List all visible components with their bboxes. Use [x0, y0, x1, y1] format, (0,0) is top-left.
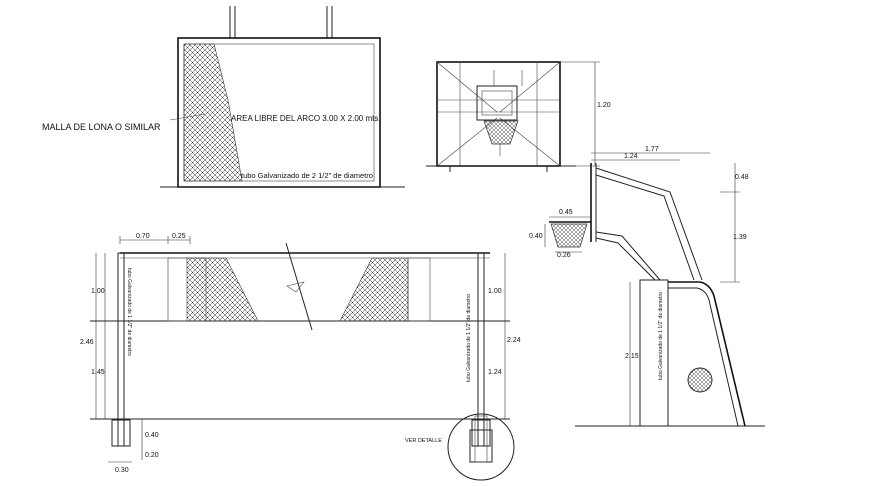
tubo-side-label: tubo Galvanizado de 1 1/2" de diametro — [658, 292, 664, 380]
dim-0-40-hoop: 0.40 — [529, 233, 543, 240]
dim-1-24-top: 1.24 — [624, 153, 638, 160]
dim-0-25: 0.25 — [172, 233, 186, 240]
dim-0-20: 0.20 — [145, 452, 159, 459]
goal-elevation: 0.70 0.25 1.00 2.46 1.45 0.40 0.20 0.30 … — [80, 233, 521, 481]
dim-1-77: 1.77 — [645, 146, 659, 153]
tubo-right-label: tubo Galvanizado de 1 1/2" de diametro — [466, 294, 472, 382]
net-mesh-left — [186, 257, 259, 322]
net-mesh-front — [183, 43, 243, 182]
dim-1-39: 1.39 — [733, 234, 747, 241]
dim-1-45: 1.45 — [91, 369, 105, 376]
goal-front-view: MALLA DE LONA O SIMILAR AREA LIBRE DEL A… — [42, 6, 405, 188]
area-libre-label: AREA LIBRE DEL ARCO 3.00 X 2.00 mts. — [231, 114, 381, 123]
dim-0-45: 0.45 — [559, 209, 573, 216]
tubo-top-label: tubo Galvanizado de 2 1/2" de diametro — [241, 171, 373, 180]
basketball-stand-side-view: 1.77 1.24 0.48 0.45 0.40 1.39 0.26 2.15 … — [529, 146, 765, 427]
basket-front-view: 1.20 — [426, 61, 611, 172]
ball-icon — [687, 367, 713, 393]
dim-0-40-bottom: 0.40 — [145, 432, 159, 439]
dim-1-20: 1.20 — [597, 102, 611, 109]
hoop-net-front — [483, 120, 519, 145]
dim-1-00-left: 1.00 — [91, 288, 105, 295]
dim-0-30: 0.30 — [115, 467, 129, 474]
net-mesh-right — [339, 257, 409, 322]
dim-2-24: 2.24 — [507, 337, 521, 344]
dim-0-48: 0.48 — [735, 174, 749, 181]
dim-2-46: 2.46 — [80, 339, 94, 346]
hoop-net-side — [550, 223, 588, 248]
dim-0-70: 0.70 — [136, 233, 150, 240]
ver-detalle-label: VER DETALLE — [405, 438, 442, 444]
detail-circle — [447, 413, 515, 481]
dim-2-15: 2.15 — [625, 353, 639, 360]
dim-1-00-right: 1.00 — [488, 288, 502, 295]
dim-0-26: 0.26 — [557, 252, 571, 259]
dim-1-24-right: 1.24 — [488, 369, 502, 376]
tubo-left-label: tubo Galvanizado de 1 1/2" de diametro — [126, 268, 132, 356]
malla-label: MALLA DE LONA O SIMILAR — [42, 122, 161, 132]
